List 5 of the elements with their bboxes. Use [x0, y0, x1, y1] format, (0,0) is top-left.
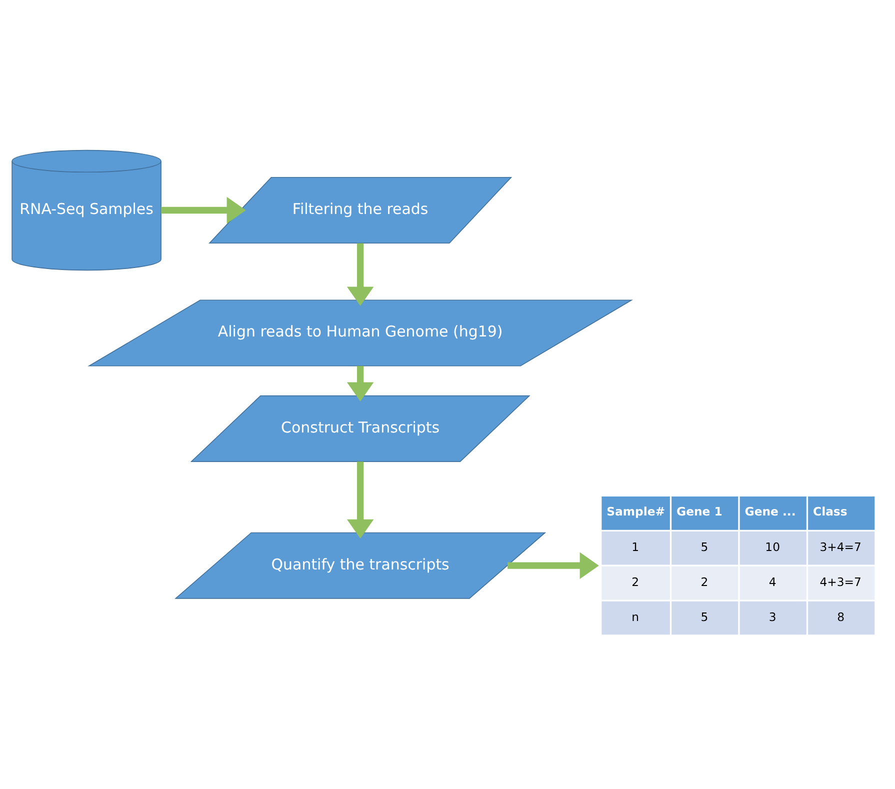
arrow — [161, 196, 246, 224]
arrow — [346, 461, 374, 538]
arrow — [508, 552, 599, 578]
arrow — [346, 365, 374, 401]
arrow — [346, 242, 374, 306]
